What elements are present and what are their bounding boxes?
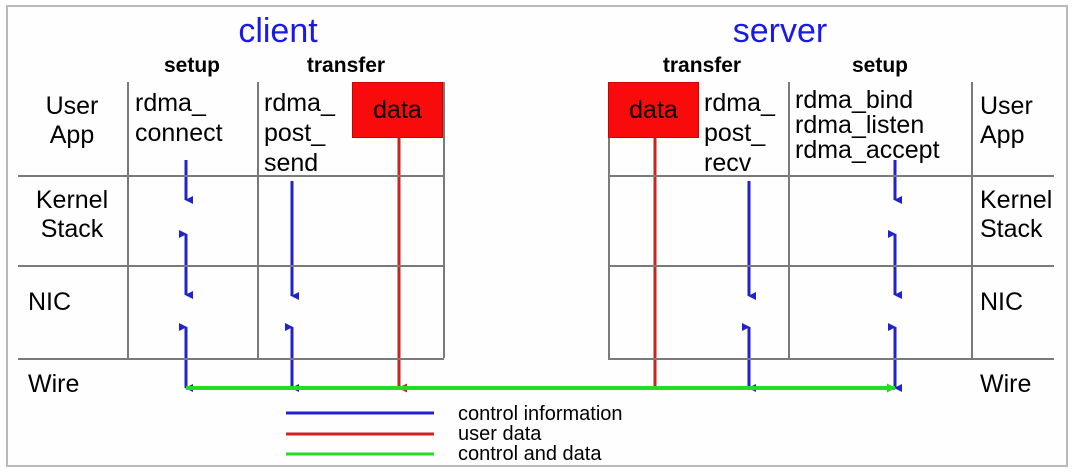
- client-layer-label-kernel-stack: Kernel Stack: [35, 186, 109, 243]
- client-vline-left: [127, 82, 129, 358]
- client-vline-right: [443, 82, 445, 358]
- client-api-calls-transfer: rdma_ post_ send: [264, 89, 335, 177]
- legend-label-user-data: user data: [458, 423, 542, 445]
- client-column-header-transfer: transfer: [306, 54, 386, 77]
- client-layer-label-user-app: User App: [45, 92, 99, 149]
- server-api-calls-setup: rdma_bind rdma_listen rdma_accept: [795, 86, 940, 164]
- server-column-header-transfer: transfer: [662, 54, 742, 77]
- client-column-header-setup: setup: [163, 54, 220, 77]
- client-layer-label-wire: Wire: [28, 370, 80, 398]
- server-vline-right: [971, 82, 973, 358]
- client-data-box: data: [352, 82, 443, 138]
- server-api-calls-transfer: rdma_ post_ recv: [704, 89, 775, 177]
- server-column-header-setup: setup: [851, 54, 908, 77]
- client-layer-label-nic: NIC: [28, 288, 72, 316]
- server-hline-userapp-kernel: [608, 175, 1054, 177]
- server-vline-mid: [788, 82, 790, 358]
- server-layer-label-wire: Wire: [980, 370, 1032, 398]
- client-api-calls-setup: rdma_ connect: [135, 89, 223, 147]
- server-layer-label-kernel-stack: Kernel Stack: [980, 186, 1053, 243]
- legend-label-control-and-data: control and data: [458, 443, 602, 465]
- server-layer-label-user-app: User App: [980, 92, 1033, 149]
- server-vline-left: [608, 82, 610, 358]
- client-hline-kernel-nic: [18, 265, 444, 267]
- server-hline-nic-wire: [608, 358, 1054, 360]
- server-data-box: data: [608, 82, 699, 138]
- server-title: server: [732, 12, 828, 50]
- server-layer-label-nic: NIC: [980, 288, 1024, 316]
- client-hline-nic-wire: [18, 358, 444, 360]
- server-hline-kernel-nic: [608, 265, 1054, 267]
- client-hline-userapp-kernel: [18, 175, 444, 177]
- client-vline-mid: [257, 82, 259, 358]
- legend-label-control-information: control information: [458, 403, 623, 425]
- client-title: client: [238, 12, 318, 50]
